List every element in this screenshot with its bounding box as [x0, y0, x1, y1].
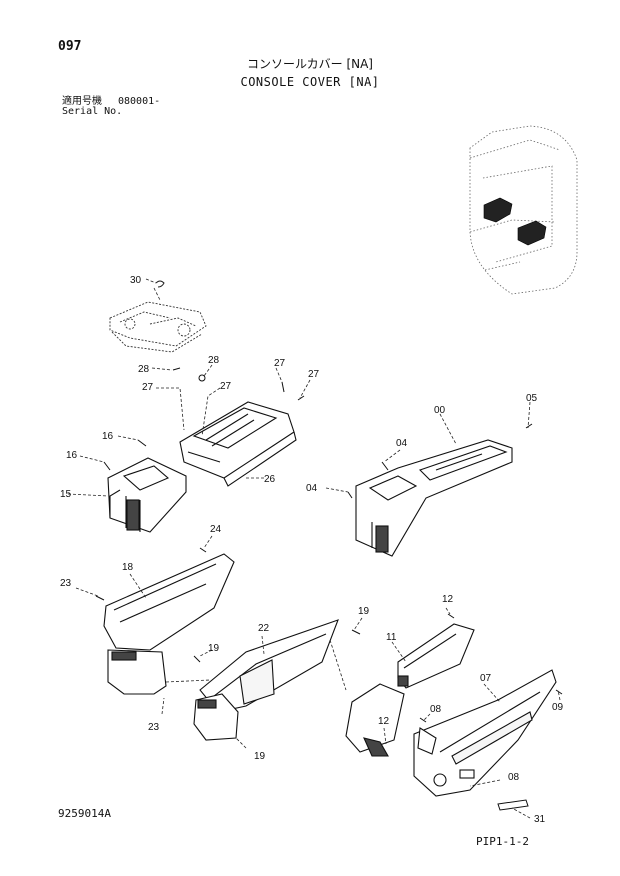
- callout-23a: 23: [60, 578, 72, 589]
- callout-07: 07: [480, 673, 492, 684]
- callout-16b: 16: [66, 450, 78, 461]
- callout-27b: 27: [220, 381, 232, 392]
- page-title-japanese: コンソールカバー [NA]: [246, 57, 373, 71]
- callout-11: 11: [386, 632, 397, 643]
- cover-11: [397, 623, 475, 689]
- callout-28: 28: [138, 364, 150, 375]
- clip-30: [155, 280, 165, 288]
- callout-16a: 16: [102, 431, 114, 442]
- control-panel-assembly: [109, 301, 207, 353]
- side-cover-07: [413, 669, 557, 797]
- page-title-english: CONSOLE COVER [NA]: [240, 75, 380, 89]
- callout-12a: 12: [442, 594, 454, 605]
- side-panel-22: [193, 619, 339, 741]
- serial-number-value: 080001-: [118, 96, 161, 107]
- callout-24: 24: [210, 524, 222, 535]
- callout-05: 05: [526, 393, 538, 404]
- callout-08a: 08: [430, 704, 442, 715]
- side-cover-18: [103, 553, 235, 695]
- console-assembly-00: [355, 439, 513, 557]
- bracket-12: [345, 683, 437, 757]
- callout-19b: 19: [358, 606, 370, 617]
- callout-30: 30: [130, 275, 142, 286]
- callout-00: 00: [434, 405, 446, 416]
- callout-09: 09: [552, 702, 564, 713]
- callout-31: 31: [534, 814, 546, 825]
- console-bracket-15: [107, 457, 187, 533]
- serial-label-english: Serial No.: [62, 106, 123, 117]
- page-number: 097: [58, 39, 82, 54]
- callout-19a: 19: [208, 643, 220, 654]
- leader-lines: [67, 278, 561, 819]
- callout-22: 22: [258, 623, 270, 634]
- callout-15: 15: [60, 489, 72, 500]
- callout-18: 18: [122, 562, 134, 573]
- console-top-panel-26: [179, 401, 297, 487]
- callout-27a: 27: [142, 382, 154, 393]
- cab-reference-illustration: [469, 125, 578, 295]
- callout-23b: 23: [148, 722, 160, 733]
- callout-27c: 27: [274, 358, 286, 369]
- fasteners: [95, 367, 563, 723]
- callout-27d: 27: [308, 369, 320, 380]
- callout-04a: 04: [396, 438, 408, 449]
- strip-31: [497, 799, 529, 811]
- callout-04b: 04: [306, 483, 318, 494]
- callout-08b: 08: [508, 772, 520, 783]
- cab-console-highlight: [483, 197, 547, 246]
- callout-12b: 12: [378, 716, 390, 727]
- callout-28b: 28: [208, 355, 220, 366]
- serial-label-japanese: 適用号機: [62, 96, 102, 107]
- callout-19c: 19: [254, 751, 266, 762]
- document-id: 9259014A: [58, 807, 111, 820]
- page-code: PIP1-1-2: [476, 835, 529, 848]
- callout-26: 26: [264, 474, 276, 485]
